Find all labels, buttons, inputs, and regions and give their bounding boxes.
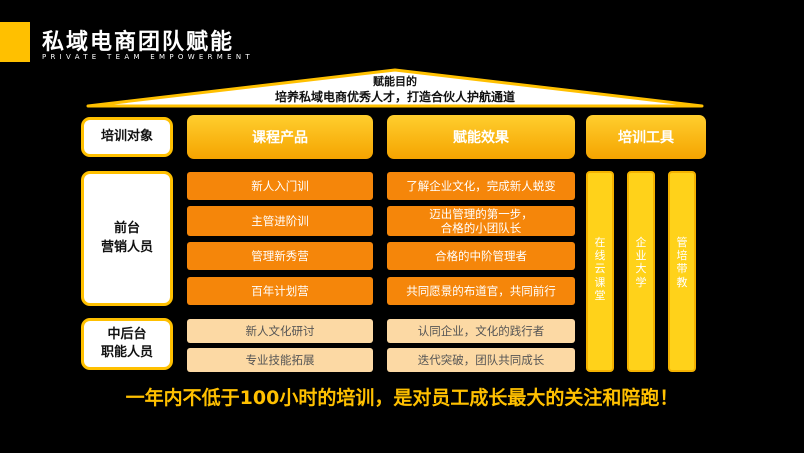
roof-title: 赋能目的 [373,75,417,88]
course-cell: 专业技能拓展 [187,348,373,372]
tool-char: 学 [635,275,647,289]
effect-text: 共同愿景的布道官，共同前行 [406,283,556,298]
effect-cell: 合格的中阶管理者 [387,242,575,270]
target-label: 培训对象 [81,117,173,157]
effect-text-line1: 迈出管理的第一步， [429,206,533,221]
tool-online-classroom: 在 线 云 课 堂 [586,171,614,372]
tool-char: 课 [594,275,606,289]
effect-text: 合格的中阶管理者 [435,248,527,263]
tool-char: 带 [676,262,688,276]
effect-cell: 认同企业，文化的践行者 [387,319,575,343]
tool-char: 企 [635,236,647,249]
course-cell: 新人入门训 [187,172,373,200]
header-tools: 培训工具 [586,115,706,159]
tool-char: 管 [676,236,688,249]
tool-char: 培 [676,249,688,263]
effect-text: 迭代突破，团队共同成长 [417,352,545,367]
tool-char: 在 [594,236,606,249]
course-cell: 百年计划营 [187,277,373,305]
footer-slogan: 一年内不低于100小时的培训，是对员工成长最大的关注和陪跑！ [125,387,679,409]
effect-text: 认同企业，文化的践行者 [417,323,545,338]
group-front-office: 前台 营销人员 [81,171,173,306]
roof-goal: 培养私域电商优秀人才，打造合伙人护航通道 [274,90,515,104]
group-back-office: 中后台 职能人员 [81,318,173,370]
header-effects: 赋能效果 [387,115,575,159]
group-label-line2: 营销人员 [100,239,153,255]
effect-cell: 迈出管理的第一步， 合格的小团队长 [387,206,575,236]
group-label-line2: 职能人员 [100,345,153,360]
tool-char: 线 [594,249,606,263]
tool-corporate-university: 企 业 大 学 [627,171,655,372]
tool-char: 云 [594,262,606,276]
roof-shape [86,68,704,108]
tool-mentorship: 管 培 带 教 [668,171,696,372]
accent-block [0,22,30,62]
group-label-line1: 前台 [113,221,140,237]
course-cell: 主管进阶训 [187,206,373,236]
header-course-products: 课程产品 [187,115,373,159]
effect-cell: 了解企业文化，完成新人蜕变 [387,172,575,200]
course-cell: 管理新秀营 [187,242,373,270]
tool-char: 业 [635,249,647,263]
effect-cell: 共同愿景的布道官，共同前行 [387,277,575,305]
page-subtitle: PRIVATE TEAM EMPOWERMENT [42,53,254,61]
tool-char: 大 [635,262,647,276]
group-label-line1: 中后台 [107,326,147,342]
course-cell: 新人文化研讨 [187,319,373,343]
effect-text-line2: 合格的小团队长 [440,221,522,235]
tool-char: 教 [676,275,688,289]
effect-text: 了解企业文化，完成新人蜕变 [406,178,556,193]
effect-cell: 迭代突破，团队共同成长 [387,348,575,372]
page-title: 私域电商团队赋能 [42,30,235,55]
tool-char: 堂 [594,288,606,302]
